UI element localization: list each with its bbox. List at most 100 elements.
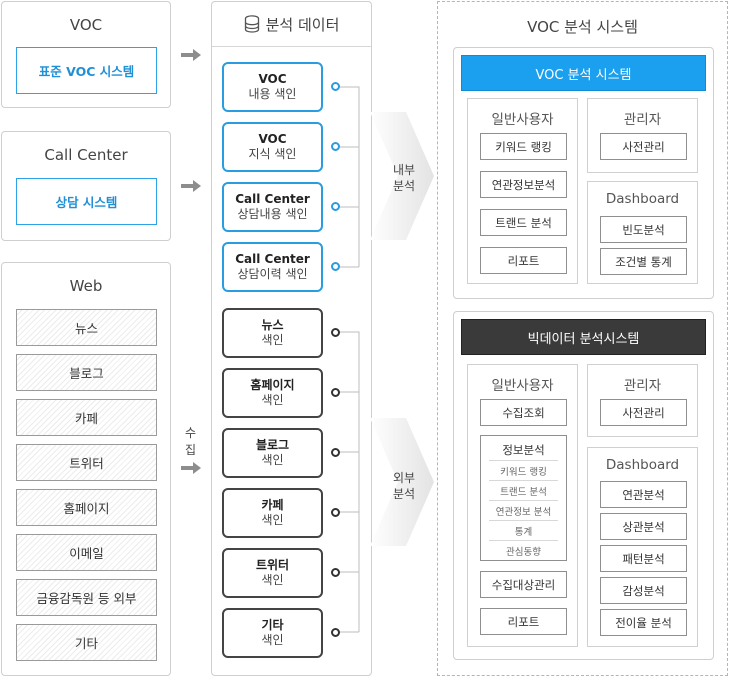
connector-knob (331, 568, 340, 577)
connector-knob (331, 328, 340, 337)
collection-target-management-button[interactable]: 수집대상관리 (480, 571, 567, 598)
external-index-box: 뉴스 색인 (222, 308, 323, 358)
index-name: 카페 (261, 498, 284, 512)
info-analysis-item[interactable]: 키워드 랭킹 (500, 467, 547, 478)
index-sub: 지식 색인 (248, 147, 297, 161)
index-sub: 상담이력 색인 (237, 267, 308, 281)
divider (489, 460, 558, 461)
web-item: 블로그 (16, 354, 157, 391)
keyword-ranking-button[interactable]: 키워드 랭킹 (480, 133, 567, 160)
correlation-analysis-button[interactable]: 상관분석 (600, 513, 687, 540)
related-info-analysis-button[interactable]: 연관정보분석 (480, 171, 567, 198)
internal-index-box: Call Center 상담이력 색인 (222, 242, 323, 292)
info-analysis-item[interactable]: 연관정보 분석 (495, 507, 552, 518)
internal-index-box: VOC 내용 색인 (222, 62, 323, 112)
connector-knob (331, 628, 340, 637)
info-analysis-item[interactable]: 관심동향 (506, 547, 541, 558)
callcenter-source-title: Call Center (44, 146, 128, 164)
collection-query-button[interactable]: 수집조회 (480, 399, 567, 426)
web-source-panel: Web 뉴스 블로그 카페 트위터 홈페이지 이메일 금융감독원 등 외부 기타 (1, 262, 171, 676)
index-name: Call Center (235, 192, 310, 206)
voc-system-header: VOC 분석 시스템 (461, 55, 706, 91)
arrow-right-icon (181, 49, 201, 61)
internal-flow-label-1: 내부 (393, 163, 416, 177)
external-connector-lines (335, 331, 360, 633)
info-analysis-item[interactable]: 통계 (514, 527, 533, 538)
external-index-box: 카페 색인 (222, 488, 323, 538)
voc-dashboard-box: Dashboard 빈도분석 조건별 통계 (587, 181, 698, 284)
index-name: VOC (258, 132, 287, 146)
index-sub: 색인 (261, 513, 284, 527)
collect-label-bottom: 집 (185, 443, 197, 457)
index-sub: 내용 색인 (248, 87, 297, 101)
connector-knob (331, 262, 340, 271)
internal-connector-lines (335, 86, 360, 268)
bigdata-admin-title: 관리자 (623, 378, 662, 394)
connector-knob (331, 82, 340, 91)
counsel-system-box: 상담 시스템 (16, 178, 157, 225)
callcenter-source-panel: Call Center 상담 시스템 (1, 131, 171, 241)
divider (489, 520, 558, 521)
index-name: 홈페이지 (250, 378, 295, 392)
bigdata-dashboard-title: Dashboard (605, 457, 680, 473)
voc-system-box: 표준 VOC 시스템 (16, 47, 157, 94)
connector-knob (331, 448, 340, 457)
voc-analysis-title: VOC 분석 시스템 (527, 18, 638, 36)
pattern-analysis-button[interactable]: 패턴분석 (600, 545, 687, 572)
external-index-box: 기타 색인 (222, 608, 323, 658)
transition-rate-analysis-button[interactable]: 전이율 분석 (600, 609, 687, 636)
sentiment-analysis-button[interactable]: 감성분석 (600, 577, 687, 604)
conditional-stats-button[interactable]: 조건별 통계 (600, 248, 687, 275)
database-icon (244, 15, 259, 33)
internal-index-box: VOC 지식 색인 (222, 122, 323, 172)
report-button[interactable]: 리포트 (480, 247, 567, 274)
bigdata-system-panel: 빅데이터 분석시스템 일반사용자 수집조회 정보분석 키워드 랭킹 트랜드 분석… (453, 311, 714, 660)
voc-admin-title: 관리자 (623, 112, 662, 128)
external-flow-arrow-icon (370, 418, 434, 546)
bigdata-user-title: 일반사용자 (491, 378, 554, 394)
association-analysis-button[interactable]: 연관분석 (600, 481, 687, 508)
arrow-right-icon (181, 180, 201, 192)
analysis-data-header: 분석 데이터 (212, 2, 371, 47)
divider (489, 540, 558, 541)
external-index-box: 트위터 색인 (222, 548, 323, 598)
divider (489, 480, 558, 481)
frequency-analysis-button[interactable]: 빈도분석 (600, 216, 687, 243)
index-sub: 색인 (261, 333, 284, 347)
bigdata-report-button[interactable]: 리포트 (480, 608, 567, 635)
info-analysis-item[interactable]: 트랜드 분석 (500, 487, 547, 498)
collect-label-top: 수 (185, 426, 197, 440)
index-sub: 색인 (261, 393, 284, 407)
bigdata-admin-box: 관리자 사전관리 (587, 364, 698, 437)
bigdata-dashboard-box: Dashboard 연관분석 상관분석 패턴분석 감성분석 전이율 분석 (587, 447, 698, 647)
voc-user-box: 일반사용자 키워드 랭킹 연관정보분석 트랜드 분석 리포트 (467, 98, 578, 284)
index-sub: 색인 (261, 573, 284, 587)
index-name: Call Center (235, 252, 310, 266)
connector-knob (331, 508, 340, 517)
connector-knob (331, 142, 340, 151)
external-flow-label-2: 분석 (393, 487, 416, 501)
web-item: 이메일 (16, 534, 157, 571)
arrow-right-icon (181, 462, 201, 474)
external-index-box: 홈페이지 색인 (222, 368, 323, 418)
voc-admin-box: 관리자 사전관리 (587, 98, 698, 173)
web-item: 트위터 (16, 444, 157, 481)
info-analysis-title: 정보분석 (502, 443, 545, 457)
trend-analysis-button[interactable]: 트랜드 분석 (480, 209, 567, 236)
bigdata-user-box: 일반사용자 수집조회 정보분석 키워드 랭킹 트랜드 분석 연관정보 분석 통계… (467, 364, 578, 647)
voc-system-panel: VOC 분석 시스템 일반사용자 키워드 랭킹 연관정보분석 트랜드 분석 리포… (453, 47, 714, 299)
bigdata-system-header: 빅데이터 분석시스템 (461, 319, 706, 355)
connector-knob (331, 388, 340, 397)
index-name: 기타 (261, 618, 284, 632)
index-name: 뉴스 (261, 318, 284, 332)
connector-knob (331, 202, 340, 211)
internal-flow-arrow-icon (370, 112, 434, 240)
voc-source-title: VOC (69, 16, 103, 34)
web-item: 금융감독원 등 외부 (16, 579, 157, 616)
internal-index-box: Call Center 상담내용 색인 (222, 182, 323, 232)
bigdata-dictionary-management-button[interactable]: 사전관리 (600, 399, 687, 426)
dictionary-management-button[interactable]: 사전관리 (600, 133, 687, 160)
index-sub: 색인 (261, 633, 284, 647)
external-flow-label-1: 외부 (393, 471, 416, 485)
internal-flow-label-2: 분석 (393, 179, 416, 193)
